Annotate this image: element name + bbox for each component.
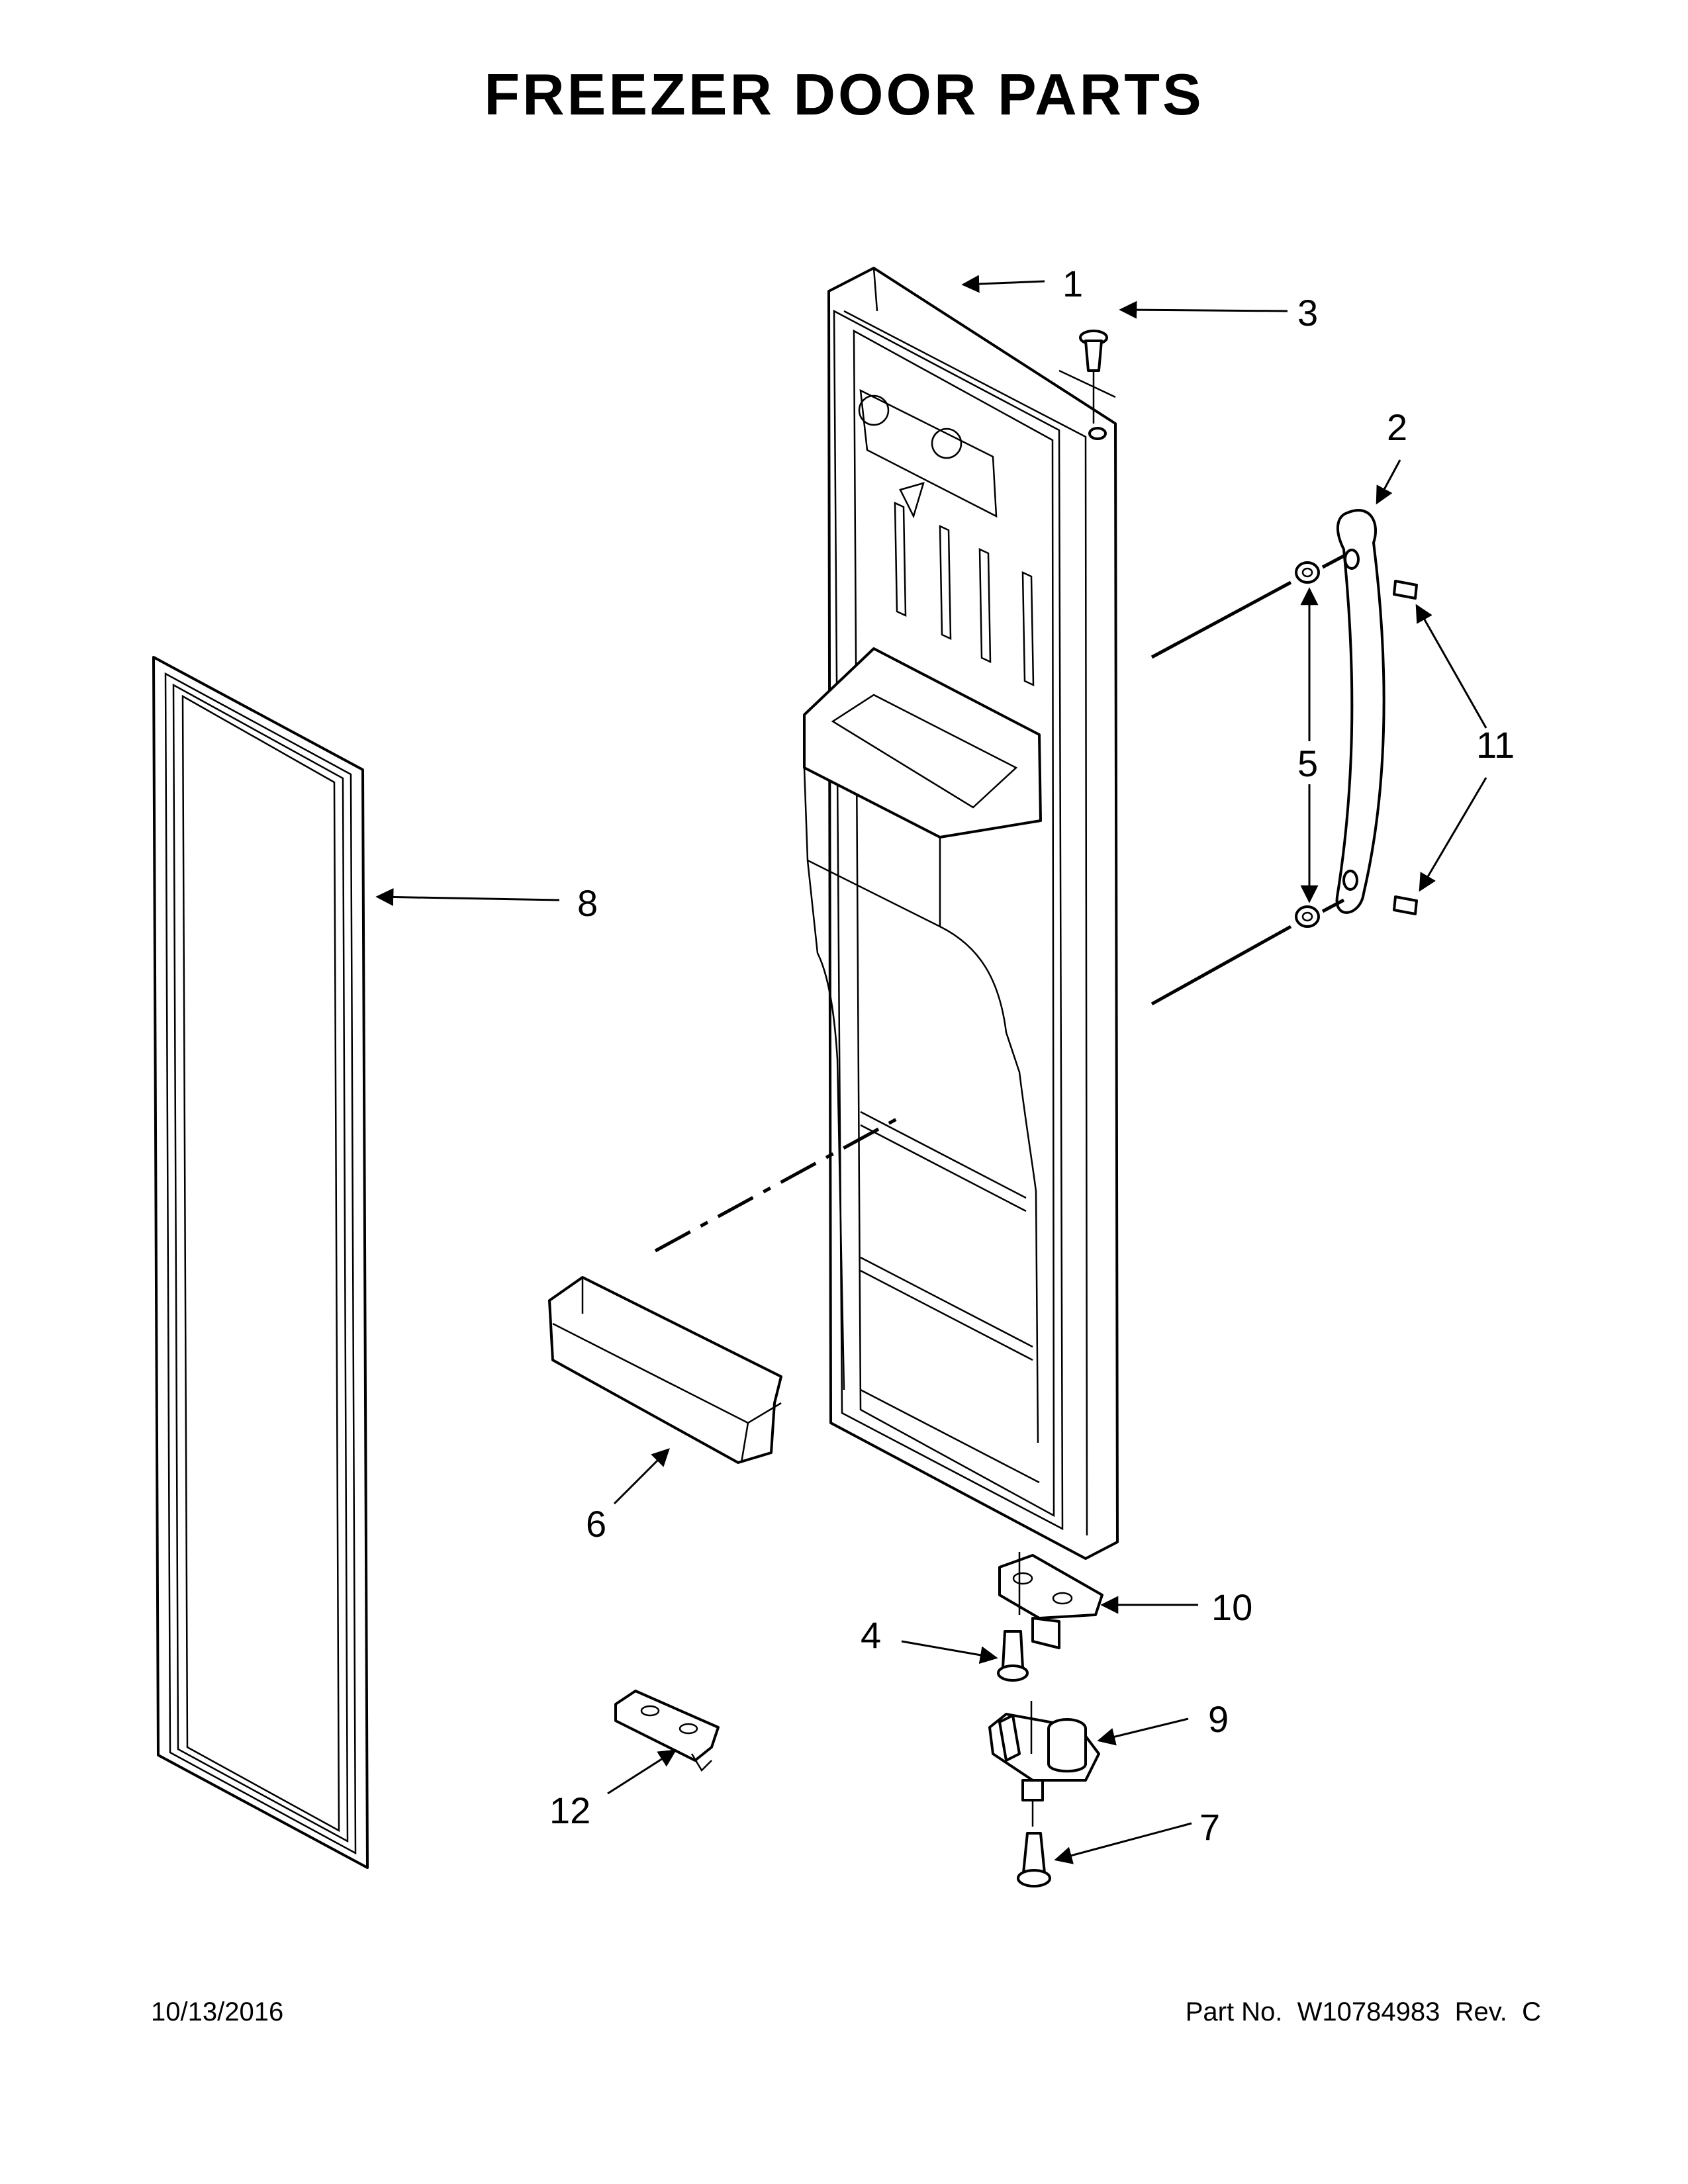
hinge-screw	[997, 1630, 1029, 1682]
door-bin	[548, 1276, 782, 1464]
callout-11: 11	[1476, 724, 1515, 766]
callout-5: 5	[1297, 743, 1318, 784]
page-title: FREEZER DOOR PARTS	[484, 62, 1204, 127]
hinge-shim	[614, 1690, 720, 1772]
callout-10: 10	[1211, 1586, 1252, 1628]
door-handle	[1335, 509, 1385, 914]
door-gasket	[152, 656, 369, 1869]
freezer-door	[803, 267, 1119, 1560]
hinge-pin-screw	[1017, 1832, 1051, 1888]
door-top-screw	[1079, 330, 1108, 440]
footer-date: 10/13/2016	[151, 1997, 284, 2026]
lower-hinge	[988, 1701, 1100, 1827]
callout-labels: 1 2 3 4 5 6 7 8 9 10 11 12	[549, 263, 1515, 1848]
footer-part-number: Part No. W10784983 Rev. C	[1185, 1997, 1541, 2026]
callout-2: 2	[1387, 406, 1407, 448]
callout-leaders	[375, 275, 1487, 1864]
callout-4: 4	[861, 1614, 881, 1656]
callout-6: 6	[586, 1503, 606, 1545]
callout-9: 9	[1208, 1698, 1229, 1740]
handle-set-screws	[1393, 580, 1418, 915]
callout-7: 7	[1199, 1806, 1220, 1848]
callout-1: 1	[1062, 263, 1083, 304]
upper-hinge	[998, 1552, 1103, 1649]
callout-3: 3	[1297, 292, 1318, 334]
callout-8: 8	[577, 882, 598, 924]
callout-12: 12	[549, 1790, 590, 1831]
handle-spacers	[1295, 561, 1320, 928]
assembly-lines	[654, 554, 1345, 1253]
